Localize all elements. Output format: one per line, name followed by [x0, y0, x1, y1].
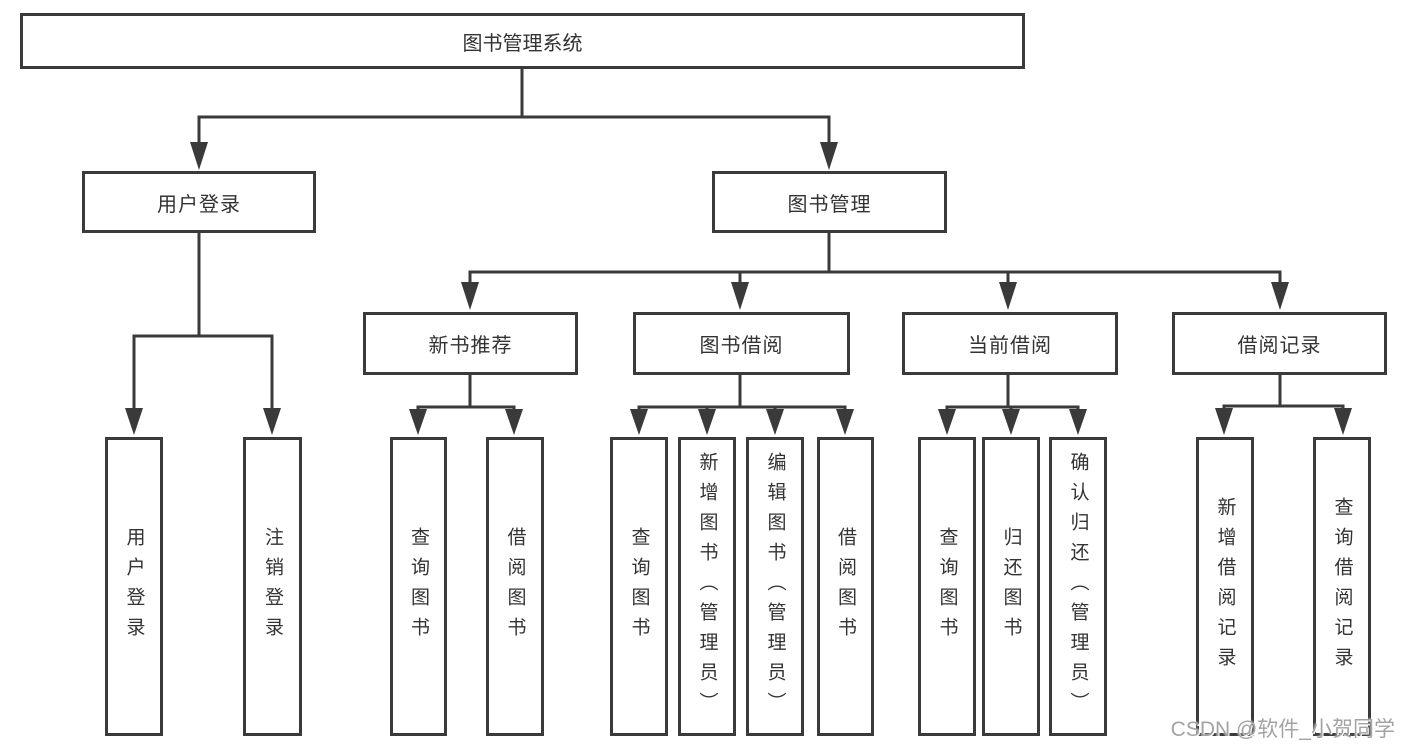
node-new-book-recommend: 新书推荐 [363, 312, 578, 375]
node-current-borrow: 当前借阅 [902, 312, 1118, 375]
node-user-login: 用户登录 [82, 171, 316, 233]
arrow-heads [125, 142, 1352, 435]
leaf-borrow-edit-book-admin: 编辑图书（管理员） [746, 437, 804, 736]
leaf-logout-login: 注销登录 [243, 437, 302, 736]
leaf-borrow-query-book: 查询图书 [610, 437, 668, 736]
leaf-borrow-add-book-admin: 新增图书（管理员） [678, 437, 736, 736]
leaf-borrow-borrow-book: 借阅图书 [817, 437, 874, 736]
node-borrow-record: 借阅记录 [1172, 312, 1387, 375]
leaf-record-query-record: 查询借阅记录 [1313, 437, 1371, 736]
node-book-borrow: 图书借阅 [633, 312, 850, 375]
leaf-current-query-book: 查询图书 [918, 437, 976, 736]
leaf-recommend-query-book: 查询图书 [390, 437, 447, 736]
node-root: 图书管理系统 [20, 13, 1025, 69]
leaf-user-login: 用户登录 [105, 437, 163, 736]
leaf-current-confirm-return-admin: 确认归还（管理员） [1049, 437, 1107, 736]
leaf-recommend-borrow-book: 借阅图书 [486, 437, 544, 736]
leaf-record-add-record: 新增借阅记录 [1196, 437, 1254, 736]
node-book-management: 图书管理 [712, 171, 947, 233]
watermark-text: CSDN @软件_小贺同学 [1170, 718, 1395, 741]
leaf-current-return-book: 归还图书 [982, 437, 1040, 736]
